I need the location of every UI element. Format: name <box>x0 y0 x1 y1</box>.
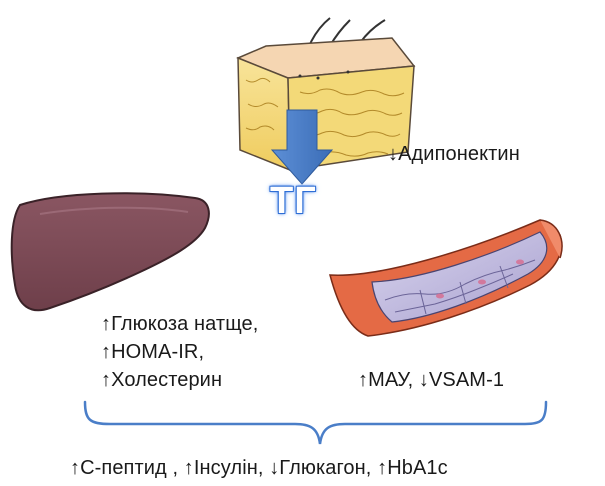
adiponectin-label: ↓Адипонектин <box>388 142 520 166</box>
vessel-label: ↑МАУ, ↓VSAM-1 <box>358 368 504 392</box>
liver-label-cholesterol: ↑Холестерин <box>101 368 222 392</box>
curly-brace-icon <box>85 402 546 444</box>
liver-label-homa: ↑HOMA-IR, <box>101 340 204 364</box>
bottom-summary-label: ↑С-пептид , ↑Інсулін, ↓Глюкагон, ↑HbA1c <box>70 456 448 480</box>
liver-label-glucose: ↑Глюкоза натще, <box>101 312 258 336</box>
tg-label: ТГ <box>270 180 317 223</box>
liver-icon <box>12 193 209 310</box>
blood-vessel-icon <box>330 220 562 336</box>
